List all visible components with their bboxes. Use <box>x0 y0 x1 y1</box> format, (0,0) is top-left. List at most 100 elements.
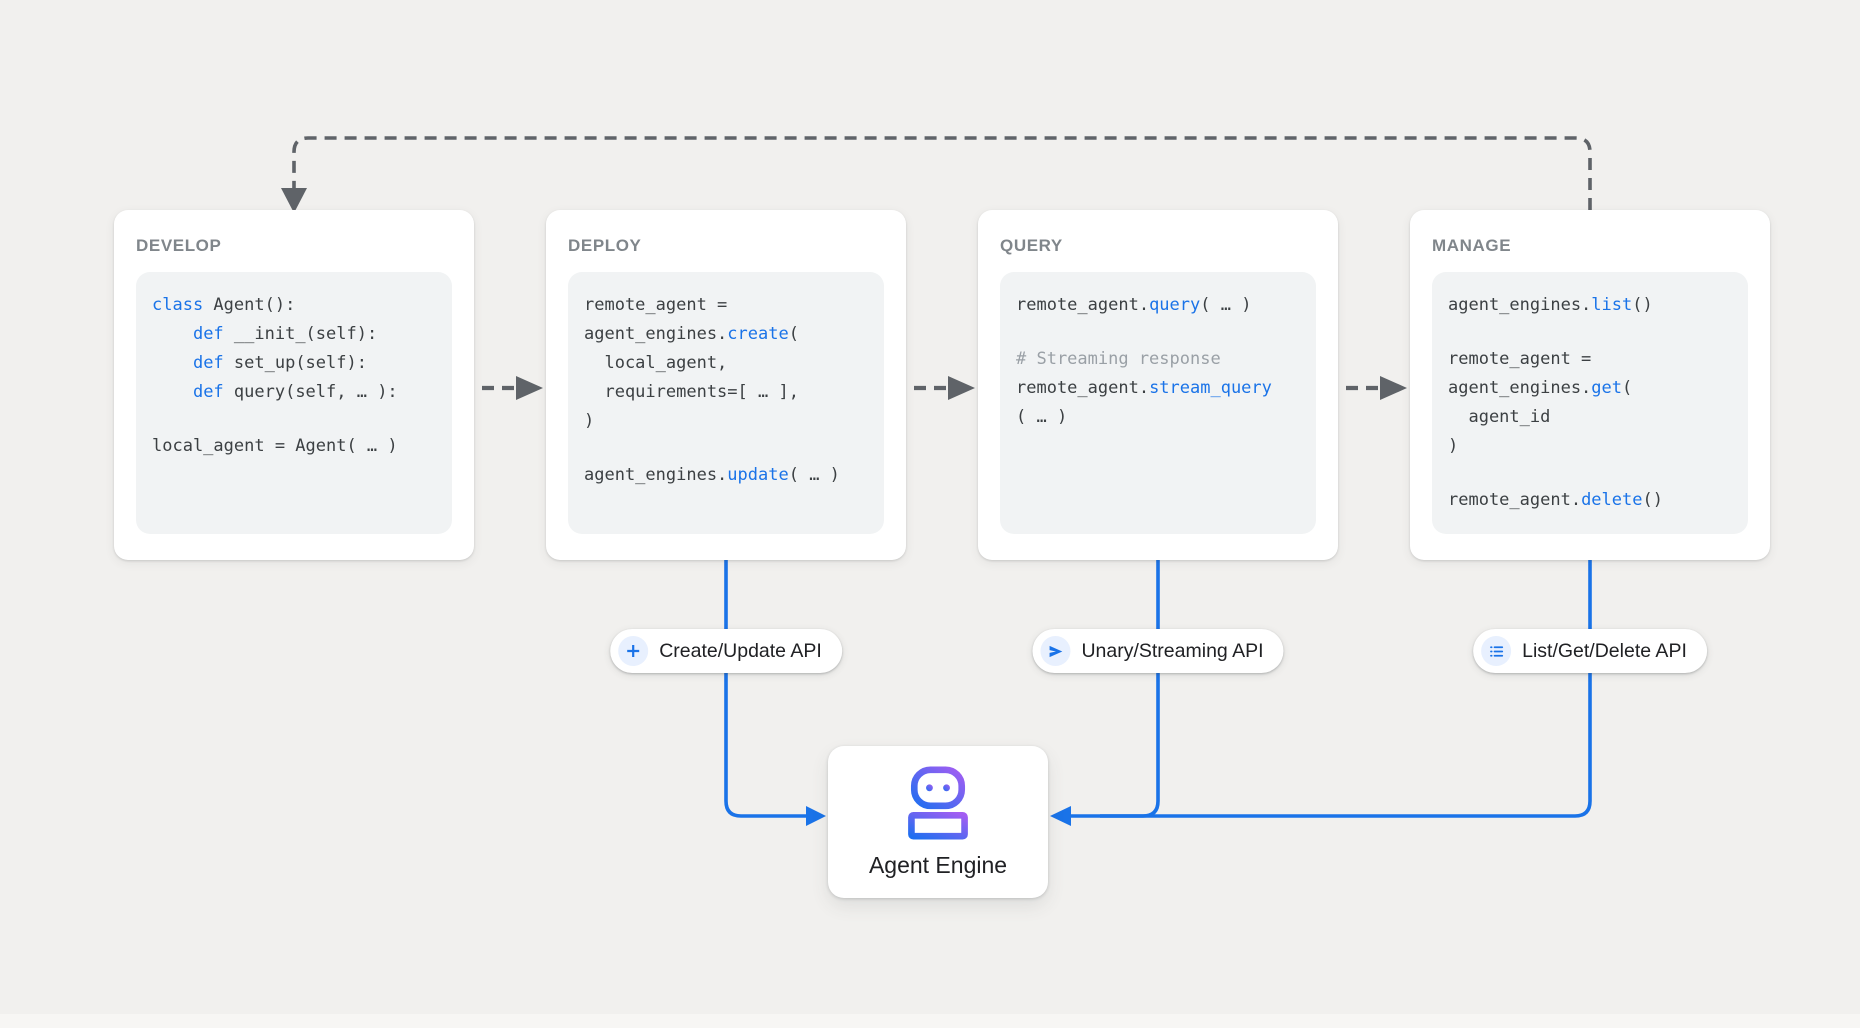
list-icon <box>1481 636 1512 666</box>
code-line: requirements=[ … ], <box>584 378 868 407</box>
code-text: remote_agent = <box>584 295 728 315</box>
code-text: ( … ) <box>1016 407 1068 427</box>
code-line: # Streaming response <box>1016 345 1300 374</box>
manage-to-engine-line <box>1070 558 1592 818</box>
plus-icon <box>618 636 649 666</box>
code-text: agent_engines. <box>584 465 728 485</box>
code-line: ) <box>1448 432 1732 461</box>
code-text: agent_id <box>1448 407 1551 427</box>
code-keyword: def <box>192 324 224 344</box>
code-keyword: delete <box>1581 490 1643 510</box>
code-text: remote_agent. <box>1448 490 1582 510</box>
code-keyword: def <box>192 382 224 402</box>
send-icon <box>1040 636 1071 666</box>
code-text: ) <box>1448 436 1459 456</box>
pill-create-update-api-label: Create/Update API <box>659 639 822 662</box>
query-to-engine-arrowhead-icon <box>1050 806 1071 826</box>
arrow-deploy-to-query-head-icon <box>948 376 975 400</box>
pill-unary-streaming-api-label: Unary/Streaming API <box>1081 639 1264 662</box>
code-line: remote_agent.query( … ) <box>1016 291 1300 320</box>
code-line: local_agent, <box>584 349 868 378</box>
card-deploy: DEPLOY remote_agent =agent_engines.creat… <box>546 210 906 560</box>
code-line: remote_agent.delete() <box>1448 486 1732 515</box>
code-line: remote_agent.stream_query <box>1016 374 1300 403</box>
code-line <box>152 407 436 432</box>
card-query-title: QUERY <box>1000 236 1063 255</box>
code-text <box>152 382 193 402</box>
code-line: agent_id <box>1448 403 1732 432</box>
pill-unary-streaming-api: Unary/Streaming API <box>1032 629 1284 673</box>
arrow-query-to-manage-head-icon <box>1380 376 1407 400</box>
card-query: QUERY remote_agent.query( … )# Streaming… <box>978 210 1338 560</box>
code-line: ) <box>584 407 868 436</box>
pill-list-get-delete-api: List/Get/Delete API <box>1473 629 1707 673</box>
code-keyword: update <box>727 465 789 485</box>
pill-list-get-delete-api-label: List/Get/Delete API <box>1522 639 1687 662</box>
loop-dashed-line <box>292 136 1592 210</box>
code-line: class Agent(): <box>152 291 436 320</box>
code-keyword: def <box>192 353 224 373</box>
code-text: remote_agent. <box>1016 378 1150 398</box>
code-line: agent_engines.list() <box>1448 291 1732 320</box>
code-block-manage: agent_engines.list()remote_agent =agent_… <box>1432 272 1748 534</box>
code-block-develop: class Agent(): def __init_(self): def se… <box>136 272 452 534</box>
code-text: query(self, … ): <box>223 382 398 402</box>
code-text <box>152 324 193 344</box>
code-text: agent_engines. <box>1448 295 1592 315</box>
code-keyword: create <box>727 324 789 344</box>
code-line: local_agent = Agent( … ) <box>152 432 436 461</box>
code-text: () <box>1632 295 1653 315</box>
card-deploy-title: DEPLOY <box>568 236 642 255</box>
code-block-deploy: remote_agent =agent_engines.create( loca… <box>568 272 884 534</box>
background-bottom-strip <box>0 1014 1860 1028</box>
deploy-to-engine-line <box>724 558 807 818</box>
code-line: agent_engines.create( <box>584 320 868 349</box>
code-line: ( … ) <box>1016 403 1300 432</box>
code-comment: # Streaming response <box>1016 349 1221 369</box>
code-line: remote_agent = <box>1448 345 1732 374</box>
code-text: Agent(): <box>203 295 296 315</box>
code-keyword: list <box>1591 295 1633 315</box>
code-line: agent_engines.get( <box>1448 374 1732 403</box>
card-develop: DEVELOP class Agent(): def __init_(self)… <box>114 210 474 560</box>
code-text: set_up(self): <box>223 353 367 373</box>
code-text: () <box>1642 490 1663 510</box>
code-text: ) <box>584 411 595 431</box>
query-to-engine-line <box>1100 558 1160 818</box>
code-text: ( <box>1622 378 1633 398</box>
agent-engine-label: Agent Engine <box>868 851 1008 878</box>
code-text: remote_agent. <box>1016 295 1150 315</box>
code-line: def __init_(self): <box>152 320 436 349</box>
code-text: requirements=[ … ], <box>584 382 799 402</box>
code-text: ( … ) <box>1200 295 1252 315</box>
arrow-develop-to-deploy-head-icon <box>516 376 543 400</box>
code-text: agent_engines. <box>584 324 728 344</box>
code-line: agent_engines.update( … ) <box>584 461 868 490</box>
code-line <box>584 436 868 461</box>
code-keyword: get <box>1591 378 1623 398</box>
robot-icon <box>907 765 969 840</box>
card-manage: MANAGE agent_engines.list()remote_agent … <box>1410 210 1770 560</box>
code-line: def set_up(self): <box>152 349 436 378</box>
code-line: remote_agent = <box>584 291 868 320</box>
code-line <box>1016 320 1300 345</box>
card-develop-title: DEVELOP <box>136 236 222 255</box>
code-keyword: class <box>152 295 204 315</box>
code-block-query: remote_agent.query( … )# Streaming respo… <box>1000 272 1316 534</box>
agent-engine-node: Agent Engine <box>828 746 1048 898</box>
code-text: ( … ) <box>788 465 840 485</box>
code-keyword: query <box>1149 295 1201 315</box>
pill-create-update-api: Create/Update API <box>610 629 842 673</box>
code-text: __init_(self): <box>223 324 378 344</box>
code-text: remote_agent = <box>1448 349 1592 369</box>
code-line <box>1448 320 1732 345</box>
card-manage-title: MANAGE <box>1432 236 1512 255</box>
code-text: ( <box>788 324 799 344</box>
code-line: def query(self, … ): <box>152 378 436 407</box>
code-text <box>152 353 193 373</box>
deploy-to-engine-arrowhead-icon <box>806 806 826 826</box>
code-text: agent_engines. <box>1448 378 1592 398</box>
code-keyword: stream_query <box>1149 378 1272 398</box>
code-text: local_agent = Agent( … ) <box>152 436 398 456</box>
